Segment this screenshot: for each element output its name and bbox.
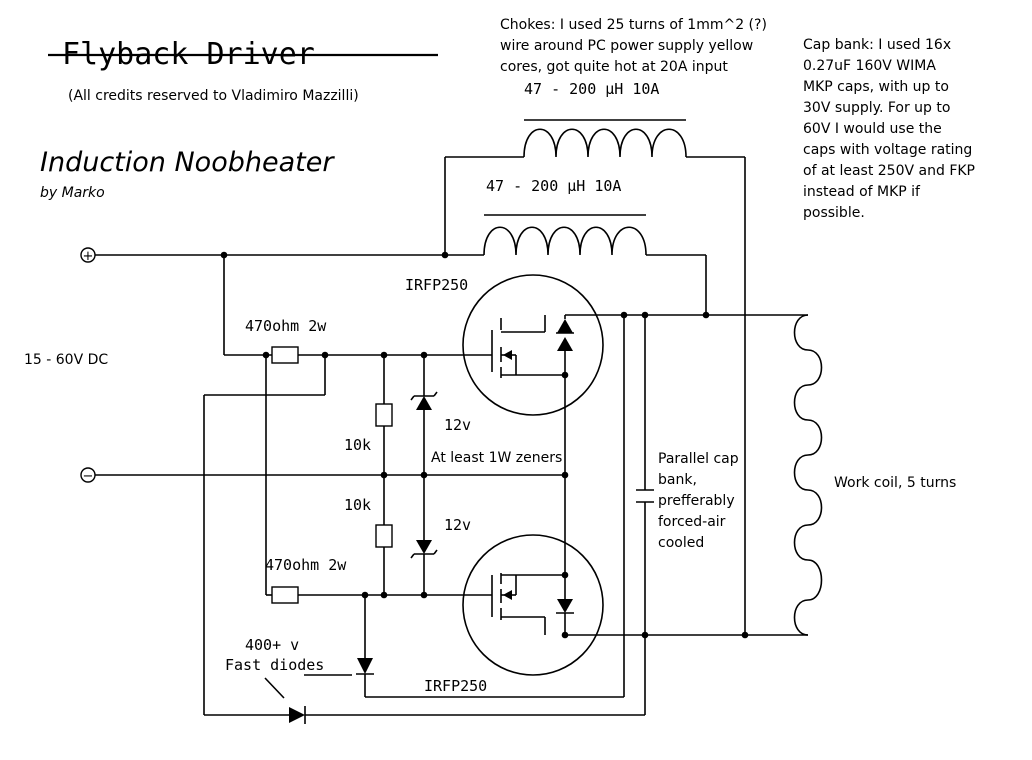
junction-dots	[220, 251, 749, 639]
zener-bottom-label: 12v	[444, 516, 471, 534]
cap-bank-note-line: possible.	[803, 205, 865, 221]
cap-bank-note-line: 30V supply. For up to	[803, 100, 950, 116]
cap-bank-note-line: instead of MKP if	[803, 184, 921, 200]
credits-text: (All credits reserved to Vladimiro Mazzi…	[68, 88, 359, 104]
cap-bank-note-line: of at least 250V and FKP	[803, 163, 975, 179]
zener-bottom	[410, 540, 438, 559]
resistor-470-top	[271, 346, 299, 364]
positive-terminal-sign: +	[83, 249, 94, 264]
cap-bank-note-line: MKP caps, with up to	[803, 79, 949, 95]
choke-top	[523, 119, 687, 158]
diode-label-line: 400+ v	[245, 636, 299, 654]
resistor-10k-bottom	[375, 524, 393, 548]
zener-note: At least 1W zeners	[431, 450, 562, 466]
cap-bank-symbol	[636, 489, 654, 503]
project-title: Induction Noobheater	[40, 147, 335, 178]
cap-bank-label: Parallel cap bank, prefferably forced-ai…	[658, 451, 739, 551]
chokes-note: Chokes: I used 25 turns of 1mm^2 (?) wir…	[500, 17, 767, 75]
cap-bank-note: Cap bank: I used 16x 0.27uF 160V WIMA MK…	[803, 37, 975, 221]
author-byline: by Marko	[40, 185, 105, 201]
fast-diode-feedback	[289, 706, 306, 724]
diode-label-line: Fast diodes	[225, 656, 324, 674]
zener-top	[410, 391, 438, 410]
work-coil	[793, 314, 823, 636]
negative-terminal-sign: −	[83, 469, 94, 484]
resistor-470-bottom	[271, 586, 299, 604]
resistor-10k-top	[375, 403, 393, 427]
cap-bank-note-line: 60V I would use the	[803, 121, 942, 137]
cap-bank-label-line: forced-air	[658, 514, 726, 530]
supply-voltage-label: 15 - 60V DC	[24, 352, 108, 368]
negative-terminal: −	[80, 467, 96, 484]
cap-bank-note-line: Cap bank: I used 16x	[803, 37, 951, 53]
chokes-note-line: cores, got quite hot at 20A input	[500, 59, 728, 75]
choke-bottom-label: 47 - 200 μH 10A	[486, 177, 621, 195]
positive-terminal: +	[80, 247, 96, 264]
zener-top-label: 12v	[444, 416, 471, 434]
pulldown-top-label: 10k	[344, 436, 371, 454]
choke-bottom	[483, 214, 647, 256]
mosfet-top	[462, 274, 604, 416]
resistor-top-label: 470ohm 2w	[245, 317, 327, 335]
mosfet-bottom-label: IRFP250	[424, 677, 487, 695]
cap-bank-note-line: caps with voltage rating	[803, 142, 972, 158]
choke-top-label: 47 - 200 μH 10A	[524, 80, 659, 98]
wiring	[95, 156, 808, 716]
cap-bank-label-line: prefferably	[658, 493, 735, 509]
cap-bank-label-line: cooled	[658, 535, 704, 551]
pulldown-bottom-label: 10k	[344, 496, 371, 514]
fast-diode-gate	[356, 658, 374, 675]
mosfet-bottom	[462, 534, 604, 676]
mosfet-top-label: IRFP250	[405, 276, 468, 294]
cap-bank-note-line: 0.27uF 160V WIMA	[803, 58, 936, 74]
chokes-note-line: wire around PC power supply yellow	[500, 38, 753, 54]
chokes-note-line: Chokes: I used 25 turns of 1mm^2 (?)	[500, 17, 767, 33]
cap-bank-label-line: Parallel cap	[658, 451, 739, 467]
resistor-bottom-label: 470ohm 2w	[265, 556, 347, 574]
cap-bank-label-line: bank,	[658, 472, 697, 488]
work-coil-label: Work coil, 5 turns	[834, 475, 956, 491]
